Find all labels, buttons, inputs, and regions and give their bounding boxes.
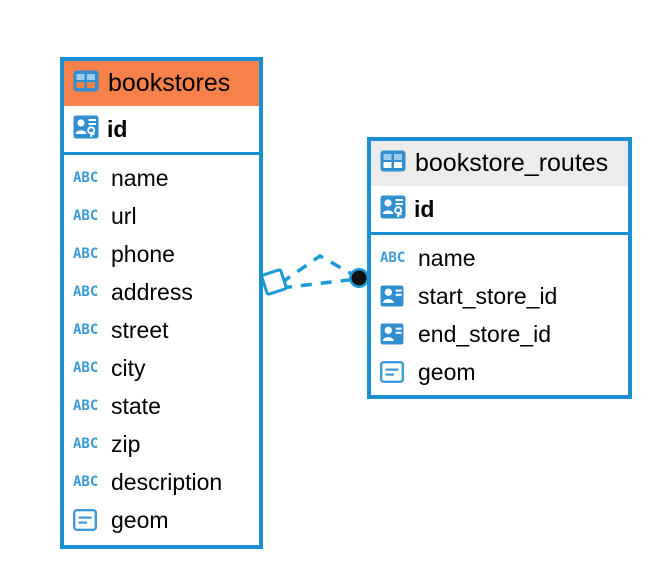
field-label-geom: geom (418, 358, 476, 385)
field-row-description[interactable]: ABC description (64, 463, 259, 501)
field-row-state[interactable]: ABC state (64, 387, 259, 425)
relationship-circle-endpoint (351, 270, 367, 286)
abc-icon: ABC (73, 398, 99, 414)
field-label-start-store-id: start_store_id (418, 282, 558, 309)
field-label-end-store-id: end_store_id (418, 320, 551, 347)
field-label-address: address (111, 278, 193, 305)
field-row-zip[interactable]: ABC zip (64, 425, 259, 463)
field-row-start-store-id[interactable]: start_store_id (371, 277, 628, 315)
primary-key-icon (73, 115, 99, 144)
field-label-description: description (111, 468, 223, 495)
foreign-key-icon (380, 323, 410, 345)
field-label-name: name (418, 244, 476, 271)
field-row-phone[interactable]: ABC phone (64, 235, 259, 273)
field-row-geom[interactable]: geom (371, 353, 628, 391)
field-list-bookstores: ABC name ABC url ABC phone ABC address A… (64, 155, 259, 539)
abc-icon: ABC (73, 208, 99, 224)
field-label-geom: geom (111, 506, 169, 533)
field-row-street[interactable]: ABC street (64, 311, 259, 349)
geometry-icon (380, 361, 410, 383)
geometry-icon (73, 509, 103, 531)
field-row-name[interactable]: ABC name (64, 159, 259, 197)
abc-icon: ABC (73, 246, 99, 262)
field-label-street: street (111, 316, 169, 343)
field-label-state: state (111, 392, 161, 419)
abc-icon: ABC (73, 474, 99, 490)
field-label-name: name (111, 164, 169, 191)
field-label-id: id (414, 195, 435, 222)
primary-key-icon (380, 195, 406, 224)
table-icon (380, 150, 406, 177)
field-label-url: url (111, 202, 137, 229)
field-label-phone: phone (111, 240, 175, 267)
field-row-city[interactable]: ABC city (64, 349, 259, 387)
abc-icon: ABC (73, 170, 99, 186)
entity-header-bookstore-routes[interactable]: bookstore_routes (371, 141, 628, 186)
field-row-name[interactable]: ABC name (371, 239, 628, 277)
relationship-diamond-endpoint (260, 268, 288, 296)
entity-title-bookstore-routes: bookstore_routes (415, 149, 609, 177)
field-row-address[interactable]: ABC address (64, 273, 259, 311)
primary-key-section-bookstore-routes: id (371, 186, 628, 235)
table-icon (73, 70, 99, 97)
field-row-url[interactable]: ABC url (64, 197, 259, 235)
entity-title-bookstores: bookstores (108, 69, 231, 97)
field-row-end-store-id[interactable]: end_store_id (371, 315, 628, 353)
field-label-city: city (111, 354, 146, 381)
field-label-id: id (107, 115, 128, 142)
relationship-circle-halo (349, 268, 369, 288)
field-list-bookstore-routes: ABC name start_store_id (371, 235, 628, 391)
foreign-key-icon (380, 285, 410, 307)
abc-icon: ABC (73, 322, 99, 338)
field-label-zip: zip (111, 430, 141, 457)
field-row-geom[interactable]: geom (64, 501, 259, 539)
relationship-line-upper (280, 253, 358, 285)
primary-key-section-bookstores: id (64, 106, 259, 155)
entity-header-bookstores[interactable]: bookstores (64, 61, 259, 106)
field-row-id[interactable]: id (371, 186, 628, 232)
abc-icon: ABC (380, 250, 406, 266)
entity-table-bookstores[interactable]: bookstores id (60, 57, 263, 549)
abc-icon: ABC (73, 284, 99, 300)
abc-icon: ABC (73, 360, 99, 376)
relationship-line-lower (280, 277, 358, 290)
abc-icon: ABC (73, 436, 99, 452)
entity-table-bookstore-routes[interactable]: bookstore_routes id (367, 137, 632, 399)
field-row-id[interactable]: id (64, 106, 259, 152)
